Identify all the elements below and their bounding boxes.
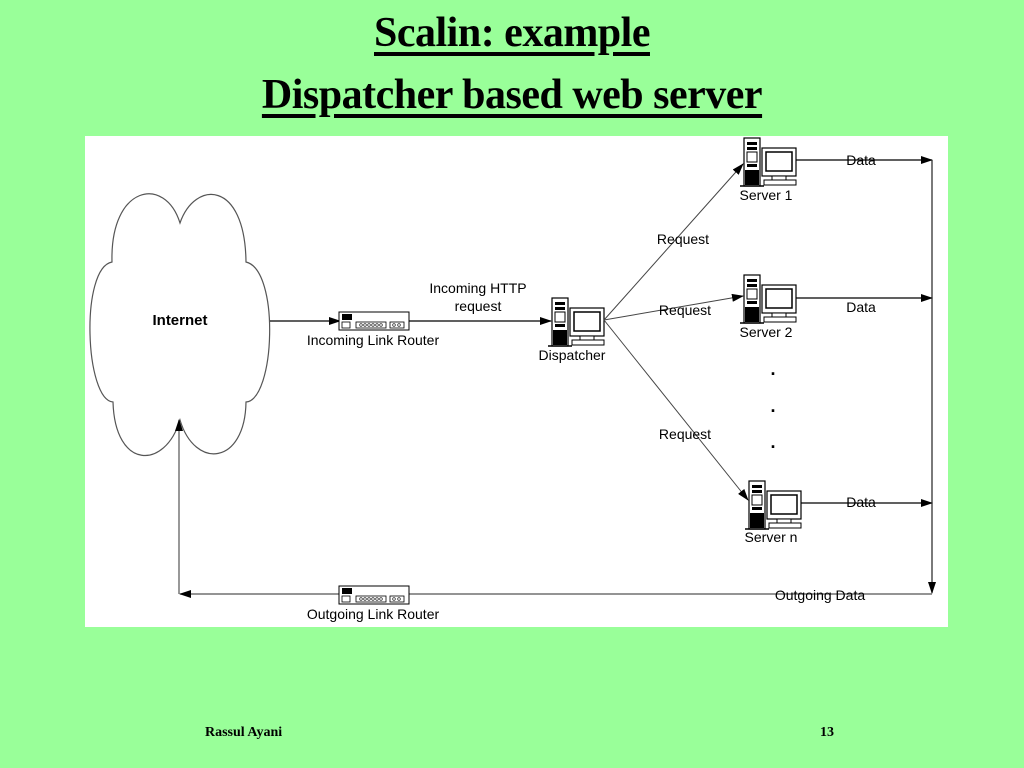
server-2-label: Server 2	[740, 324, 793, 340]
server-n-label: Server n	[745, 529, 798, 545]
request-arrow-server-2	[603, 293, 744, 321]
data-label-server-1: Data	[846, 152, 876, 168]
slide-subtitle: Dispatcher based web server	[261, 72, 763, 118]
outgoing-router-label: Outgoing Link Router	[307, 606, 440, 622]
request-arrow-server-n	[603, 319, 749, 501]
outgoing-data-label: Outgoing Data	[775, 587, 865, 603]
request-label-server-1: Request	[657, 231, 709, 247]
diagram-canvas: Internet Incoming Link Router Incoming H…	[85, 136, 948, 627]
slide-title: Scalin: example	[374, 10, 650, 56]
server-n-computer-icon	[744, 480, 802, 530]
ellipsis-dot-3: .	[770, 432, 775, 452]
incoming-request-label-line1: Incoming HTTP	[429, 280, 526, 296]
dispatcher-label: Dispatcher	[539, 347, 606, 363]
footer-author: Rassul Ayani	[205, 725, 283, 740]
server-2-computer-icon	[739, 274, 797, 324]
server-1-computer-icon	[739, 137, 797, 187]
incoming-router-icon	[338, 311, 410, 331]
internet-label: Internet	[152, 312, 207, 329]
ellipsis-dot-1: .	[770, 359, 775, 379]
request-label-server-n: Request	[659, 426, 711, 442]
dispatcher-computer-icon	[547, 297, 605, 347]
outgoing-router-icon	[338, 585, 410, 605]
incoming-request-label-line2: request	[455, 298, 502, 314]
incoming-router-label: Incoming Link Router	[307, 332, 440, 348]
footer-page-number: 13	[820, 725, 834, 740]
diagram-svg: Internet Incoming Link Router Incoming H…	[89, 137, 936, 622]
ellipsis-dot-2: .	[770, 396, 775, 416]
data-label-server-2: Data	[846, 299, 876, 315]
data-label-server-n: Data	[846, 494, 876, 510]
server-1-label: Server 1	[740, 187, 793, 203]
request-arrow-server-1	[603, 163, 744, 321]
request-label-server-2: Request	[659, 302, 711, 318]
